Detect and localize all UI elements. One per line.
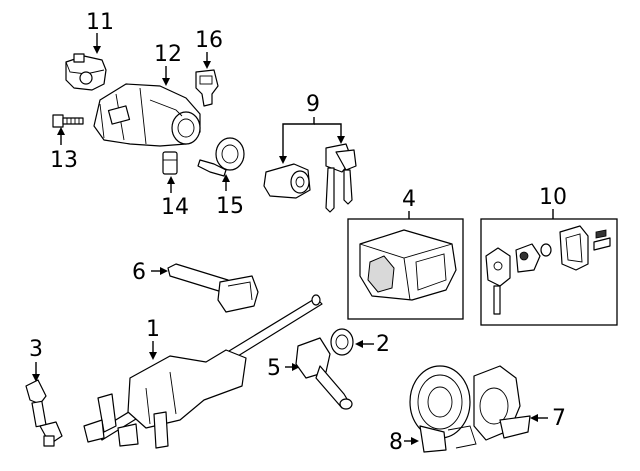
- part-6-combination-switch: [167, 263, 259, 313]
- leader-9a: [282, 117, 315, 158]
- arrowhead-8: [411, 437, 419, 445]
- part-11-switch: [65, 53, 107, 91]
- leader-lines: [32, 33, 554, 445]
- arrowhead-9b: [337, 136, 345, 144]
- part-8-spiral-cable: [409, 365, 477, 453]
- part-9-cylinder-keys: [263, 143, 357, 213]
- callout-14: 14: [161, 195, 189, 220]
- arrowhead-16: [203, 61, 211, 69]
- part-14-clip: [162, 151, 178, 175]
- callout-6: 6: [132, 260, 146, 285]
- part-3-shaft: [25, 379, 63, 447]
- part-7-clock-spring: [473, 365, 531, 441]
- callout-3: 3: [29, 337, 43, 362]
- arrowhead-6: [160, 267, 168, 275]
- arrowhead-14: [167, 176, 175, 184]
- part-4-cover: [359, 229, 457, 301]
- callout-4: 4: [402, 187, 416, 212]
- callout-5: 5: [267, 356, 281, 381]
- callout-15: 15: [216, 194, 244, 219]
- leader-9b: [314, 123, 342, 138]
- arrowhead-5: [292, 363, 300, 371]
- arrowhead-3: [32, 374, 40, 382]
- arrowhead-1: [149, 352, 157, 360]
- callout-1: 1: [146, 317, 160, 342]
- arrowhead-9a: [279, 156, 287, 164]
- part-10-key-kit: [485, 225, 611, 315]
- arrowhead-13: [57, 127, 65, 135]
- part-1-steering-column: [83, 294, 323, 449]
- callout-13: 13: [50, 148, 78, 173]
- arrowhead-2: [355, 340, 363, 348]
- part-2-ring: [330, 328, 354, 356]
- callout-7: 7: [552, 406, 566, 431]
- part-5-wiper-switch: [295, 337, 353, 410]
- callout-9: 9: [306, 92, 320, 117]
- callout-2: 2: [376, 332, 390, 357]
- arrowhead-7: [530, 414, 538, 422]
- arrowhead-11: [93, 46, 101, 54]
- callout-10: 10: [539, 185, 567, 210]
- callout-12: 12: [154, 42, 182, 67]
- arrowhead-15: [222, 174, 230, 182]
- part-16-switch: [195, 69, 219, 107]
- part-15-ring: [197, 137, 245, 177]
- callout-11: 11: [86, 10, 114, 35]
- callout-16: 16: [195, 28, 223, 53]
- part-12-lock-housing: [93, 83, 201, 147]
- callout-8: 8: [389, 430, 403, 455]
- arrowhead-12: [162, 78, 170, 86]
- part-13-bolt: [52, 114, 84, 128]
